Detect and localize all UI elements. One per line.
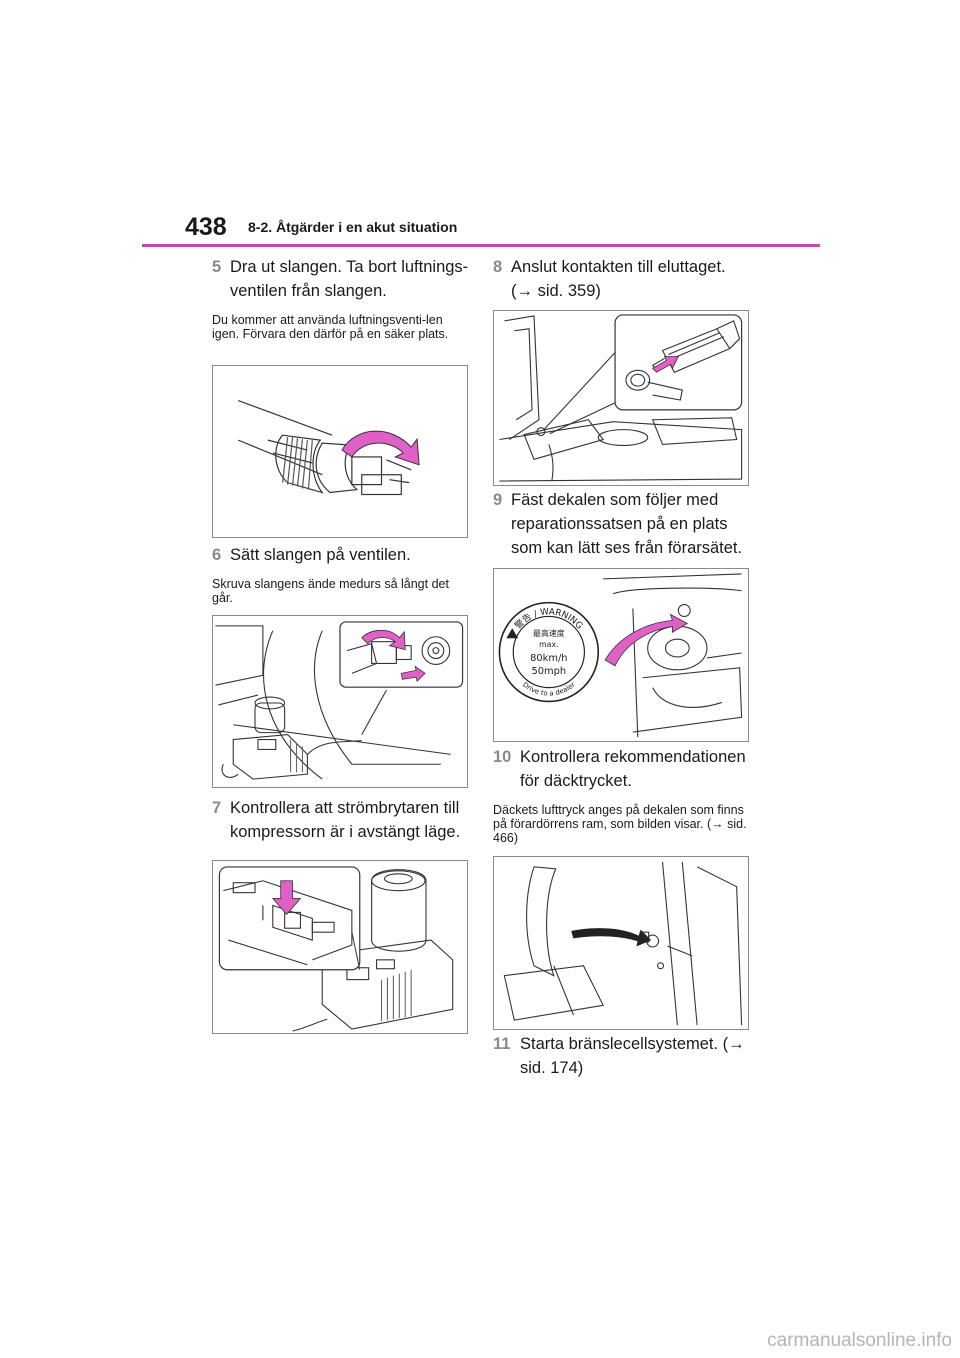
step-10: 10 Kontrollera rekommendationen för däck… — [493, 745, 753, 845]
figure-door-frame-label — [493, 856, 749, 1030]
step-note: Du kommer att använda luftningsventi-len… — [212, 313, 449, 341]
step-number: 7 — [212, 799, 222, 817]
step-text: Starta bränslecellsystemet. (→ sid. 174) — [520, 1035, 745, 1077]
step-text: Kontrollera rekommendationen för däcktry… — [520, 748, 746, 790]
step-9: 9 Fäst dekalen som följer med reparation… — [493, 488, 758, 560]
figure-hose-on-tire — [212, 615, 468, 788]
figure-compressor-switch — [212, 860, 468, 1034]
step-number: 10 — [493, 748, 512, 766]
step-number: 5 — [212, 258, 222, 276]
step-text: Fäst dekalen som följer med reparationss… — [511, 491, 743, 557]
step-number: 9 — [493, 491, 503, 509]
step-number: 6 — [212, 546, 222, 564]
step-7: 7 Kontrollera att strömbrytaren till kom… — [212, 796, 470, 844]
sticker-line4: 50mph — [531, 666, 566, 677]
step-text: Sätt slangen på ventilen. — [230, 546, 411, 564]
figure-hose-valve — [212, 365, 468, 538]
page-number: 438 — [185, 213, 227, 241]
hose-on-tire-illustration — [215, 621, 464, 780]
step-number: 8 — [493, 258, 503, 276]
sticker-line1: 最高速度 — [533, 628, 565, 638]
warning-sticker — [498, 601, 600, 703]
step-11: 11 Starta bränslecellsystemet. (→ sid. 1… — [493, 1032, 751, 1080]
step-6: 6 Sätt slangen på ventilen. Skruva slang… — [212, 543, 470, 605]
section-title: 8-2. Åtgärder i en akut situation — [248, 219, 458, 235]
step-number: 11 — [493, 1035, 511, 1053]
step-note: Skruva slangens ände medurs så långt det… — [212, 577, 449, 605]
header-rule — [142, 244, 820, 247]
step-text: Kontrollera att strömbrytaren till kompr… — [230, 799, 461, 841]
warning-sticker-illustration: 警告 / WARNING Drive to a dealer 最高速度 max.… — [498, 573, 743, 738]
sticker-line3: 80km/h — [530, 653, 568, 664]
step-note: Däckets lufttryck anges på dekalen som f… — [493, 803, 747, 845]
door-frame-label-illustration — [503, 861, 743, 1026]
figure-warning-sticker: 警告 / WARNING Drive to a dealer 最高速度 max.… — [493, 568, 749, 742]
step-text: Dra ut slangen. Ta bort luftnings-ventil… — [230, 258, 469, 300]
sticker-line2: max. — [539, 640, 559, 649]
footer-watermark: carmanualsonline.info — [767, 1330, 952, 1351]
step-text: Anslut kontakten till eluttaget. (→ sid.… — [511, 258, 726, 300]
compressor-switch-illustration — [218, 866, 454, 1032]
step-8: 8 Anslut kontakten till eluttaget. (→ si… — [493, 255, 751, 303]
power-outlet-illustration — [499, 314, 743, 482]
hose-valve-illustration — [237, 400, 420, 496]
step-5: 5 Dra ut slangen. Ta bort luftnings-vent… — [212, 255, 470, 341]
figure-power-outlet — [493, 310, 749, 486]
